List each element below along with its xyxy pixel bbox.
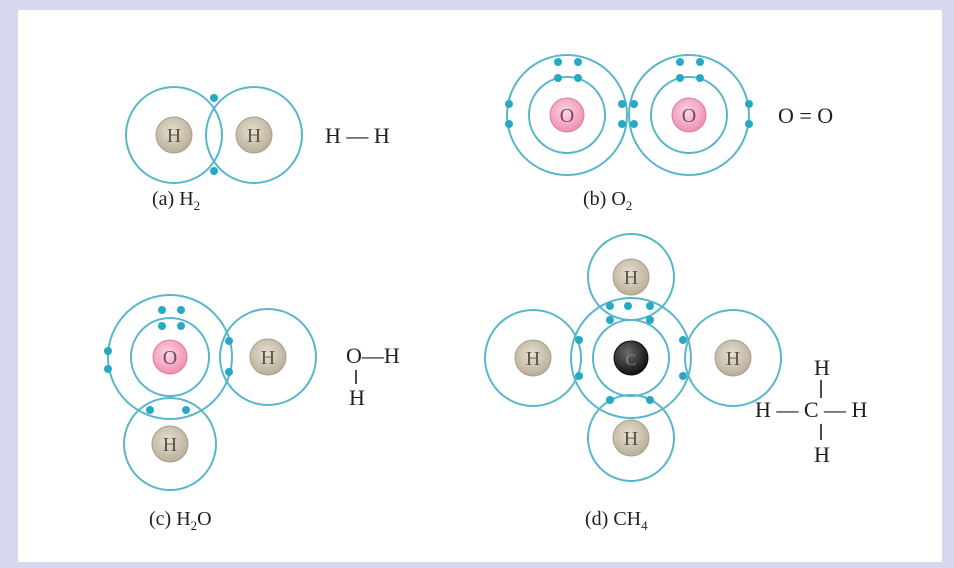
- diagram-panel: [18, 10, 942, 562]
- electron: [505, 120, 513, 128]
- electron: [505, 100, 513, 108]
- shared-electron: [630, 100, 638, 108]
- ch4-formula-bottom: H: [814, 442, 830, 467]
- caption-ch4: (d) CH4: [585, 508, 648, 533]
- electron: [745, 120, 753, 128]
- h-shell: [205, 86, 303, 184]
- atom-label: H: [726, 348, 740, 370]
- shared-electron: [624, 302, 632, 310]
- h2-structural-formula: H — H: [325, 123, 390, 148]
- shared-electron: [679, 372, 687, 380]
- electron: [574, 58, 582, 66]
- electron: [574, 74, 582, 82]
- o-outer-shell: [107, 294, 233, 420]
- h-shell: [587, 394, 675, 482]
- shared-electron: [575, 372, 583, 380]
- electron: [210, 94, 218, 102]
- h2o-molecule: O H H: [104, 294, 317, 491]
- shared-electron: [146, 406, 154, 414]
- atom-label: O: [163, 347, 177, 369]
- shared-electron: [606, 316, 614, 324]
- ch4-formula-mid: H — C — H: [755, 397, 868, 422]
- electron: [158, 322, 166, 330]
- hydrogen-nucleus: [155, 116, 193, 154]
- shared-electron: [225, 337, 233, 345]
- electron: [177, 322, 185, 330]
- atom-label: O: [682, 105, 696, 127]
- h-shell: [125, 86, 223, 184]
- hydrogen-nucleus: [235, 116, 273, 154]
- shared-electron: [630, 120, 638, 128]
- caption-o2: (b) O2: [583, 188, 632, 213]
- atom-label: H: [247, 125, 261, 147]
- shared-electron: [679, 336, 687, 344]
- oxygen-nucleus: [152, 339, 188, 375]
- h2-molecule: H H: [125, 86, 303, 184]
- electron: [104, 365, 112, 373]
- atom-label: H: [624, 428, 638, 450]
- ch4-formula-top: H: [814, 355, 830, 380]
- atom-label: H: [163, 434, 177, 456]
- shared-electron: [575, 336, 583, 344]
- caption-h2: (a) H2: [152, 188, 200, 213]
- electron: [158, 306, 166, 314]
- ch4-molecule: H H C H H: [484, 233, 782, 482]
- o-outer-shell: [506, 54, 628, 176]
- h-shell: [219, 308, 317, 406]
- caption-h2o: (c) H2O: [149, 508, 212, 533]
- atom-label: H: [167, 125, 181, 147]
- shared-electron: [606, 302, 614, 310]
- electron: [676, 74, 684, 82]
- c-outer-shell: [570, 297, 692, 419]
- h-shell: [484, 309, 582, 407]
- atom-label: H: [624, 267, 638, 289]
- h-shell: [587, 233, 675, 321]
- shared-electron: [618, 100, 626, 108]
- carbon-nucleus: [613, 340, 649, 376]
- h2o-formula-bottom: H: [349, 385, 365, 410]
- electron: [554, 58, 562, 66]
- electron: [745, 100, 753, 108]
- o-inner-shell: [528, 76, 606, 154]
- hydrogen-nucleus: [514, 339, 552, 377]
- oxygen-nucleus: [671, 97, 707, 133]
- shared-electron: [646, 316, 654, 324]
- h-shell: [684, 309, 782, 407]
- h2o-formula-top: O—H: [346, 343, 400, 368]
- electron: [177, 306, 185, 314]
- shared-electron: [646, 396, 654, 404]
- atom-label: O: [560, 105, 574, 127]
- hydrogen-nucleus: [612, 258, 650, 296]
- oxygen-nucleus: [549, 97, 585, 133]
- shared-electron: [606, 396, 614, 404]
- hydrogen-nucleus: [612, 419, 650, 457]
- shared-electron: [225, 368, 233, 376]
- electron: [554, 74, 562, 82]
- shared-electron: [182, 406, 190, 414]
- atom-label: H: [526, 348, 540, 370]
- o-outer-shell: [628, 54, 750, 176]
- electron: [696, 74, 704, 82]
- hydrogen-nucleus: [151, 425, 189, 463]
- o-inner-shell: [130, 317, 210, 397]
- atom-label: C: [626, 352, 637, 369]
- hydrogen-nucleus: [249, 338, 287, 376]
- electron: [210, 167, 218, 175]
- h-shell: [123, 397, 217, 491]
- shared-electron: [646, 302, 654, 310]
- hydrogen-nucleus: [714, 339, 752, 377]
- electron: [696, 58, 704, 66]
- shared-electron: [618, 120, 626, 128]
- o-inner-shell: [650, 76, 728, 154]
- electron: [104, 347, 112, 355]
- electron: [676, 58, 684, 66]
- o2-structural-formula: O = O: [778, 103, 833, 128]
- atom-label: H: [261, 347, 275, 369]
- o2-molecule: O O: [505, 54, 753, 176]
